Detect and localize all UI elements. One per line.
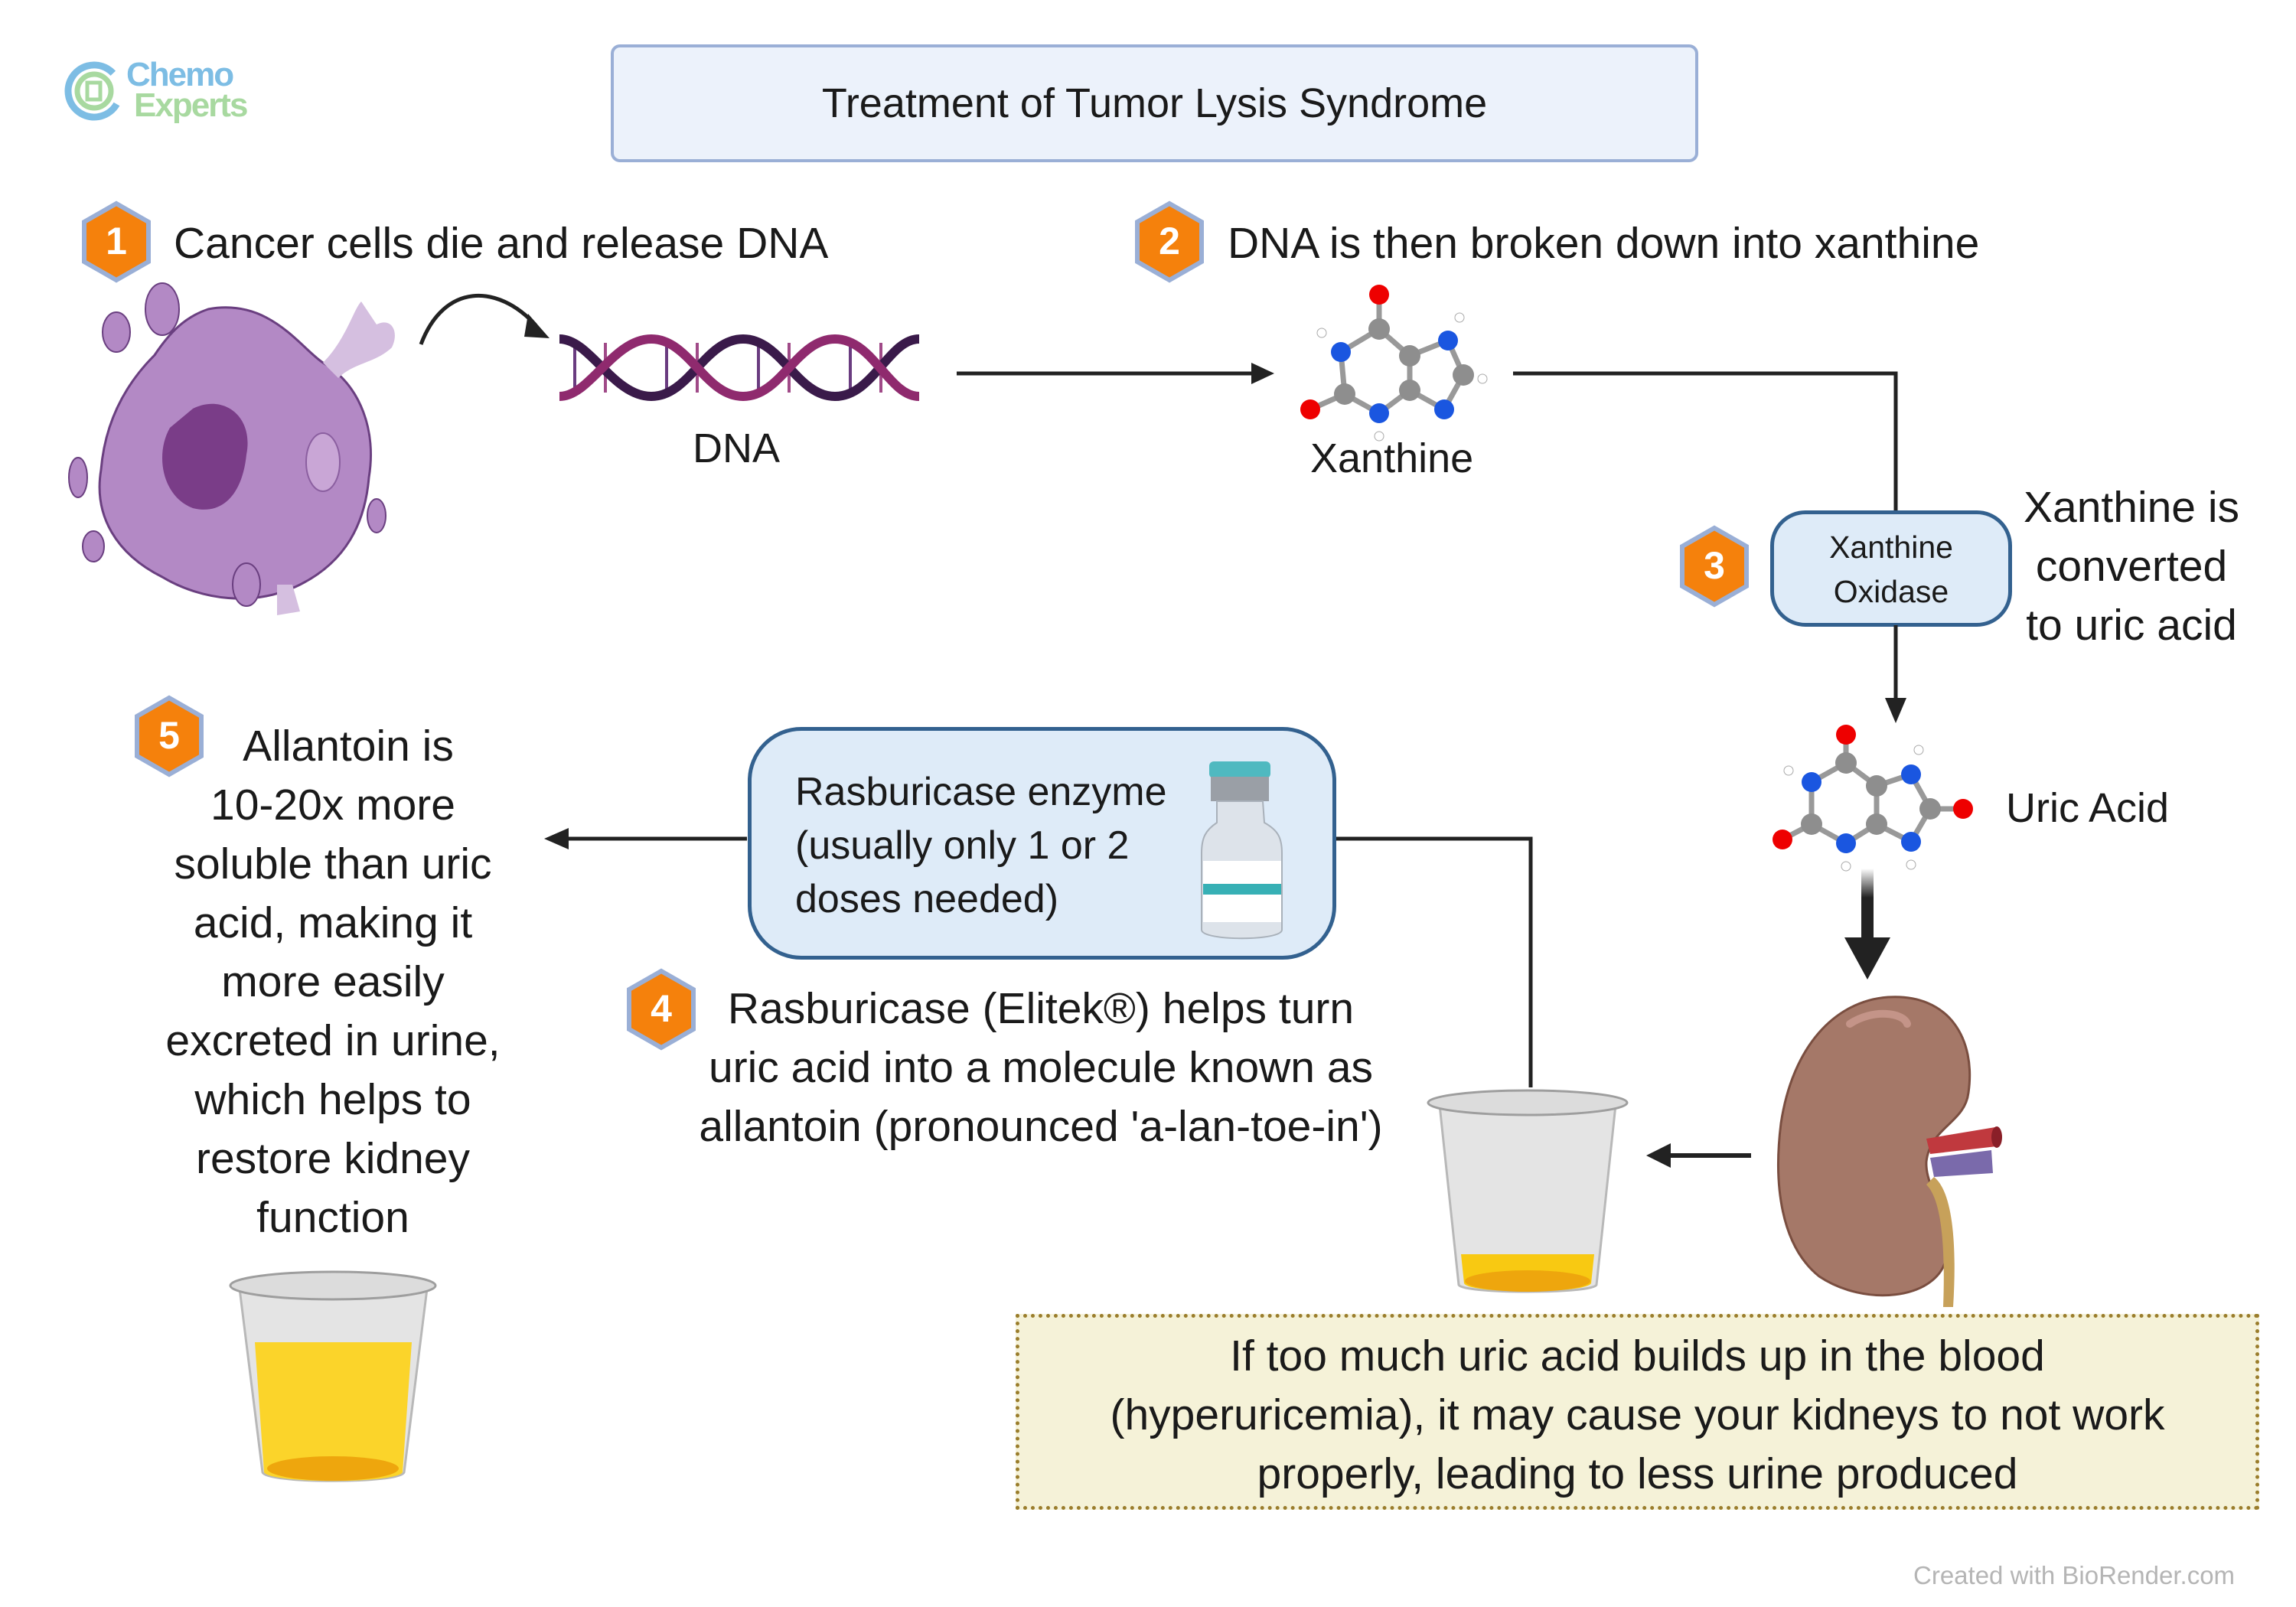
step-4-line: Rasburicase (Elitek®) helps turn (727, 984, 1355, 1033)
urine-cup-low-icon (1427, 1089, 1629, 1293)
arrow-kidney-to-cup (1646, 1143, 1751, 1168)
arrow-enzyme-to-uric-acid (1885, 625, 1906, 723)
dna-label: DNA (693, 425, 781, 471)
step-5-badge: 5 (135, 695, 204, 777)
step-5-line: Allantoin is (243, 722, 454, 771)
connector-cup-to-rasburicase (1336, 836, 1533, 1087)
step-5-line: acid, making it (193, 898, 473, 947)
uric-acid-label: Uric Acid (2006, 785, 2170, 831)
connector-xanthine-to-enzyme (1513, 371, 1898, 513)
logo-text-chemo: Chemo (126, 56, 234, 93)
step-5-line: more easily (221, 957, 445, 1006)
step-2-number: 2 (1159, 220, 1180, 262)
step-1-text: Cancer cells die and release DNA (174, 219, 829, 268)
step-5-number: 5 (158, 714, 180, 757)
step-5-line: excreted in urine, (165, 1016, 501, 1065)
arrow-dna-to-xanthine (957, 363, 1274, 384)
logo-text-experts: Experts (134, 86, 248, 124)
rasburicase-text: Rasburicase enzyme (usually only 1 or 2 … (795, 765, 1167, 926)
curved-arrow-icon (419, 293, 550, 345)
step-5-line: 10-20x more (210, 781, 455, 830)
warning-line: If too much uric acid builds up in the b… (1230, 1332, 2045, 1380)
biorender-credit: Created with BioRender.com (1913, 1561, 2236, 1589)
warning-line: properly, leading to less urine produced (1257, 1449, 2018, 1498)
uric-acid-molecule-icon (1773, 725, 1973, 872)
dna-helix-icon (559, 334, 920, 402)
step-3-badge: 3 (1680, 525, 1749, 608)
step-5-line: function (256, 1193, 409, 1242)
medicine-vial-icon (1201, 761, 1283, 940)
step-2-badge: 2 (1135, 200, 1204, 283)
step-3-text: Xanthine is converted to uric acid (2013, 478, 2250, 655)
step-4-number: 4 (651, 987, 672, 1030)
xanthine-molecule-icon (1300, 285, 1488, 442)
step-4-line: allantoin (pronounced 'a-lan-toe-in') (699, 1102, 1383, 1151)
enzyme-line-2: Oxidase (1833, 574, 1949, 609)
page-title-text: Treatment of Tumor Lysis Syndrome (821, 80, 1488, 126)
warning-line: (hyperuricemia), it may cause your kidne… (1110, 1390, 2165, 1439)
rasburicase-line: (usually only 1 or 2 (795, 823, 1130, 868)
urine-cup-full-icon (229, 1270, 437, 1482)
logo-mark-icon (64, 61, 124, 121)
cancer-cell-icon (68, 282, 395, 615)
arrow-to-allantoin (544, 828, 747, 849)
step-5-line: restore kidney (195, 1134, 470, 1183)
rasburicase-box: Rasburicase enzyme (usually only 1 or 2 … (748, 727, 1336, 960)
xanthine-oxidase-box: Xanthine Oxidase (1770, 510, 2012, 627)
hyperuricemia-warning-box: If too much uric acid builds up in the b… (1016, 1314, 2259, 1510)
step-3-number: 3 (1704, 544, 1725, 587)
step-5-line: which helps to (194, 1075, 471, 1124)
step-4-text: Rasburicase (Elitek®) helps turn uric ac… (673, 980, 1408, 1156)
step-1-badge: 1 (82, 200, 151, 283)
step-4-badge: 4 (627, 968, 696, 1051)
step-3-line: converted (2035, 542, 2228, 591)
step-2-text: DNA is then broken down into xanthine (1228, 219, 1980, 268)
enzyme-line-1: Xanthine (1829, 530, 1953, 565)
rasburicase-line: Rasburicase enzyme (795, 770, 1167, 814)
chemo-experts-logo: Chemo Experts (64, 56, 278, 135)
rasburicase-line: doses needed) (795, 877, 1059, 921)
step-3-line: to uric acid (2026, 601, 2237, 650)
step-5-text: Allantoin is 10-20x more soluble than ur… (145, 717, 520, 1247)
arrow-uric-acid-to-kidney (1844, 869, 1890, 980)
kidney-icon (1777, 996, 2002, 1307)
step-3-line: Xanthine is (2023, 483, 2240, 532)
xanthine-label: Xanthine (1310, 435, 1474, 481)
step-5-line: soluble than uric (174, 839, 492, 888)
page-title: Treatment of Tumor Lysis Syndrome (611, 44, 1698, 162)
step-1-number: 1 (106, 220, 127, 262)
step-4-line: uric acid into a molecule known as (708, 1043, 1374, 1092)
